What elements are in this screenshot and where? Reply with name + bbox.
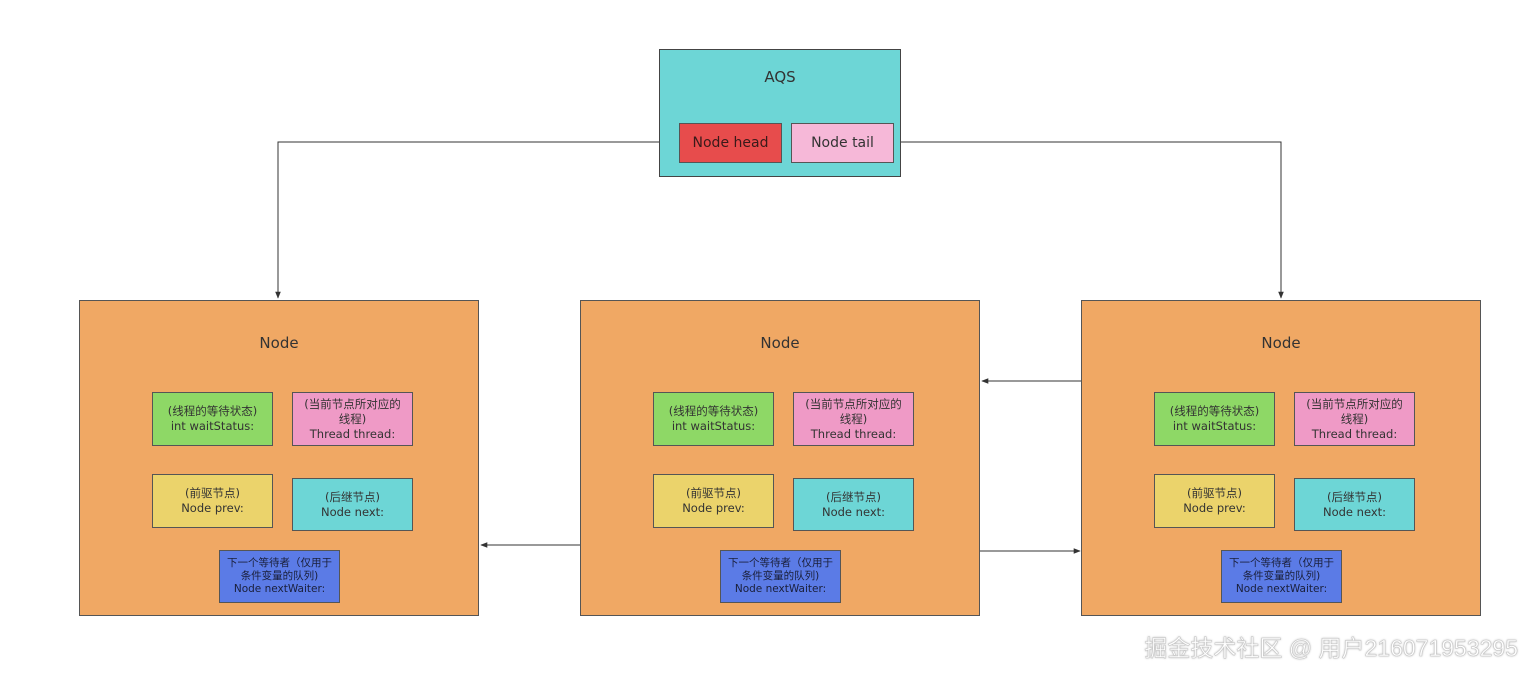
thread-label: Thread thread: (810, 426, 897, 441)
thread-comment-line2: 线程) (839, 411, 868, 426)
next-waiter-field: 下一个等待者（仅用于 条件变量的队列) Node nextWaiter: (720, 550, 841, 603)
aqs-box: AQS Node head Node tail (659, 49, 901, 177)
next-waiter-label: Node nextWaiter: (233, 583, 326, 595)
wait-status-label: int waitStatus: (1172, 419, 1257, 433)
next-waiter-field: 下一个等待者（仅用于 条件变量的队列) Node nextWaiter: (1221, 550, 1342, 603)
prev-field: (前驱节点) Node prev: (1154, 474, 1275, 528)
wait-status-field: (线程的等待状态) int waitStatus: (1154, 392, 1275, 446)
thread-comment-line1: (当前节点所对应的 (1306, 396, 1403, 411)
prev-field: (前驱节点) Node prev: (653, 474, 774, 528)
next-comment: (后继节点) (826, 489, 881, 504)
next-waiter-line1: 下一个等待者（仅用于 (728, 557, 833, 569)
edge-tail-to-node-3 (893, 141, 1284, 299)
next-waiter-line2: 条件变量的队列) (240, 570, 319, 582)
node-title: Node (259, 334, 299, 352)
next-field: (后继节点) Node next: (292, 478, 413, 531)
thread-comment-line1: (当前节点所对应的 (304, 396, 401, 411)
wait-status-comment: (线程的等待状态) (668, 404, 759, 418)
node-title: Node (1261, 334, 1301, 352)
next-comment: (后继节点) (1327, 489, 1382, 504)
prev-field: (前驱节点) Node prev: (152, 474, 273, 528)
thread-comment-line2: 线程) (338, 411, 367, 426)
next-label: Node next: (821, 504, 886, 519)
thread-field: (当前节点所对应的 线程) Thread thread: (292, 392, 413, 446)
next-waiter-line2: 条件变量的队列) (741, 570, 820, 582)
next-comment: (后继节点) (325, 489, 380, 504)
edge-head-to-node-1 (275, 141, 678, 299)
watermark: 掘金技术社区 @ 用户216071953295 (1144, 635, 1518, 662)
prev-label: Node prev: (682, 501, 745, 515)
thread-field: (当前节点所对应的 线程) Thread thread: (793, 392, 914, 446)
aqs-title: AQS (764, 68, 796, 86)
wait-status-comment: (线程的等待状态) (1169, 404, 1260, 418)
next-field: (后继节点) Node next: (793, 478, 914, 531)
next-waiter-label: Node nextWaiter: (1235, 583, 1328, 595)
thread-comment-line2: 线程) (1340, 411, 1369, 426)
node-box-2: Node (线程的等待状态) int waitStatus: (当前节点所对应的… (580, 300, 980, 616)
wait-status-field: (线程的等待状态) int waitStatus: (152, 392, 273, 446)
wait-status-field: (线程的等待状态) int waitStatus: (653, 392, 774, 446)
node-box-1: Node (线程的等待状态) int waitStatus: (当前节点所对应的… (79, 300, 479, 616)
node-box-3: Node (线程的等待状态) int waitStatus: (当前节点所对应的… (1081, 300, 1481, 616)
wait-status-comment: (线程的等待状态) (167, 404, 258, 418)
next-label: Node next: (320, 504, 385, 519)
wait-status-label: int waitStatus: (170, 419, 255, 433)
node-tail-pointer: Node tail (791, 123, 894, 163)
prev-label: Node prev: (1183, 501, 1246, 515)
next-waiter-label: Node nextWaiter: (734, 583, 827, 595)
next-field: (后继节点) Node next: (1294, 478, 1415, 531)
prev-comment: (前驱节点) (1187, 486, 1242, 500)
next-waiter-line1: 下一个等待者（仅用于 (1229, 557, 1334, 569)
wait-status-label: int waitStatus: (671, 419, 756, 433)
next-waiter-line1: 下一个等待者（仅用于 (227, 557, 332, 569)
next-waiter-field: 下一个等待者（仅用于 条件变量的队列) Node nextWaiter: (219, 550, 340, 603)
prev-comment: (前驱节点) (686, 486, 741, 500)
thread-comment-line1: (当前节点所对应的 (805, 396, 902, 411)
next-waiter-line2: 条件变量的队列) (1242, 570, 1321, 582)
prev-label: Node prev: (181, 501, 244, 515)
next-label: Node next: (1322, 504, 1387, 519)
node-title: Node (760, 334, 800, 352)
thread-label: Thread thread: (1311, 426, 1398, 441)
node-head-pointer: Node head (679, 123, 782, 163)
prev-comment: (前驱节点) (185, 486, 240, 500)
thread-field: (当前节点所对应的 线程) Thread thread: (1294, 392, 1415, 446)
thread-label: Thread thread: (309, 426, 396, 441)
